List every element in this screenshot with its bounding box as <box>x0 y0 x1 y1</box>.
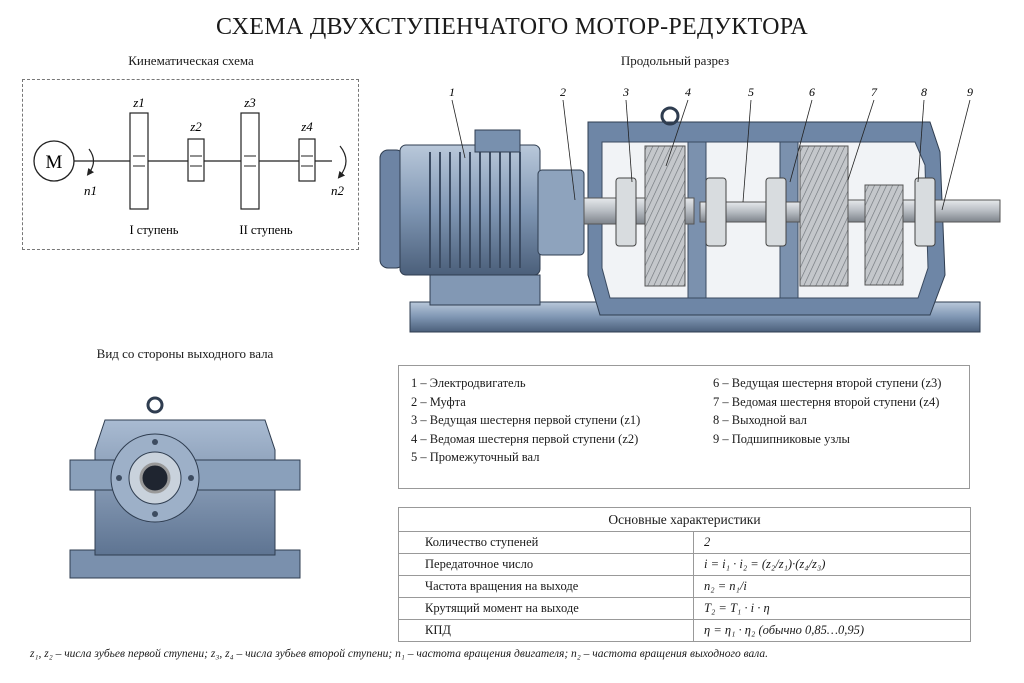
gear-z1 <box>129 112 149 210</box>
parts-legend: 1 – Электродвигатель 2 – Муфта 3 – Ведущ… <box>398 365 970 489</box>
footnote: z₁, z₂ – числа зубьев первой ступени; z₃… <box>30 648 769 660</box>
specs-header: Основные характеристики <box>398 507 971 532</box>
gear-z3 <box>240 112 260 210</box>
gear-label-z2: z2 <box>189 119 202 134</box>
longitudinal-section: 1 2 3 4 5 6 7 8 9 <box>379 85 1001 333</box>
table-row: КПД η = η₁ · η₂ (обычно 0,85…0,95) <box>398 619 971 642</box>
page-title: СХЕМА ДВУХСТУПЕНЧАТОГО МОТОР-РЕДУКТОРА <box>215 14 809 40</box>
callout-7: 7 <box>871 85 878 99</box>
callout-5: 5 <box>748 85 754 99</box>
output-shaft-end <box>139 462 171 494</box>
kinematic-heading: Кинематическая схема <box>128 53 254 68</box>
motor-label: M <box>46 152 63 173</box>
bearing-2 <box>705 177 727 247</box>
gear-z4 <box>298 138 316 182</box>
coupling-flange <box>537 169 585 256</box>
callout-4: 4 <box>685 85 691 99</box>
end-view-heading: Вид со стороны выходного вала <box>96 346 274 361</box>
callout-6: 6 <box>809 85 815 99</box>
legend-item: 1 – Электродвигатель <box>411 376 526 390</box>
table-row: Количество ступеней 2 <box>398 531 971 554</box>
end-view-lifting-eye <box>146 396 164 414</box>
legend-item: 2 – Муфта <box>411 394 466 409</box>
end-view <box>69 396 301 579</box>
kinematic-scheme-frame <box>22 79 359 250</box>
bearing-1 <box>615 177 637 247</box>
table-row: Частота вращения на выходе n₂ = n₁/i <box>398 575 971 598</box>
input-speed-label: n1 <box>84 183 97 198</box>
input-rotation-arrow <box>86 148 95 176</box>
callout-3: 3 <box>622 85 629 99</box>
legend-item: 9 – Подшипниковые узлы <box>713 431 850 446</box>
legend-item: 8 – Выходной вал <box>713 413 807 428</box>
terminal-box <box>474 129 521 153</box>
gear-1-drive <box>644 145 686 287</box>
callout-2: 2 <box>560 85 566 99</box>
legend-item: 3 – Ведущая шестерня первой ступени (z1) <box>411 413 641 428</box>
lifting-eye <box>660 106 680 126</box>
table-row: Крутящий момент на выходе T₂ = T₁ · i · … <box>398 597 971 620</box>
gear-label-z4: z4 <box>300 119 313 134</box>
gear-label-z1: z1 <box>132 95 145 110</box>
gear-3-drive <box>799 145 849 287</box>
legend-item: 4 – Ведомая шестерня первой ступени (z2) <box>411 431 639 446</box>
specs-table: Основные характеристики Количество ступе… <box>398 507 971 642</box>
bearing-3 <box>765 177 787 247</box>
gear-z2 <box>187 138 205 182</box>
legend-item: 7 – Ведомая шестерня второй ступени (z4) <box>713 394 940 409</box>
output-rotation-arrow <box>337 145 347 179</box>
gear-4-driven <box>864 184 904 286</box>
stage-1-label: I ступень <box>129 223 178 237</box>
legend-item: 5 – Промежуточный вал <box>411 450 540 465</box>
callout-9: 9 <box>967 85 973 99</box>
bearing-4 <box>914 177 936 247</box>
callout-8: 8 <box>921 85 927 99</box>
legend-item: 6 – Ведущая шестерня второй ступени (z3) <box>713 376 942 390</box>
stage-2-label: II ступень <box>239 223 292 237</box>
gear-label-z3: z3 <box>243 95 256 110</box>
output-speed-label: n2 <box>331 183 345 198</box>
kinematic-scheme: M z1 z2 z3 z4 n1 n2 I ступень II ступень <box>33 95 347 237</box>
table-row: Передаточное число i = i₁ · i₂ = (z₂/z₁)… <box>398 553 971 576</box>
motor-foot <box>429 274 541 306</box>
section-heading: Продольный разрез <box>620 53 730 68</box>
callout-1: 1 <box>449 85 455 99</box>
